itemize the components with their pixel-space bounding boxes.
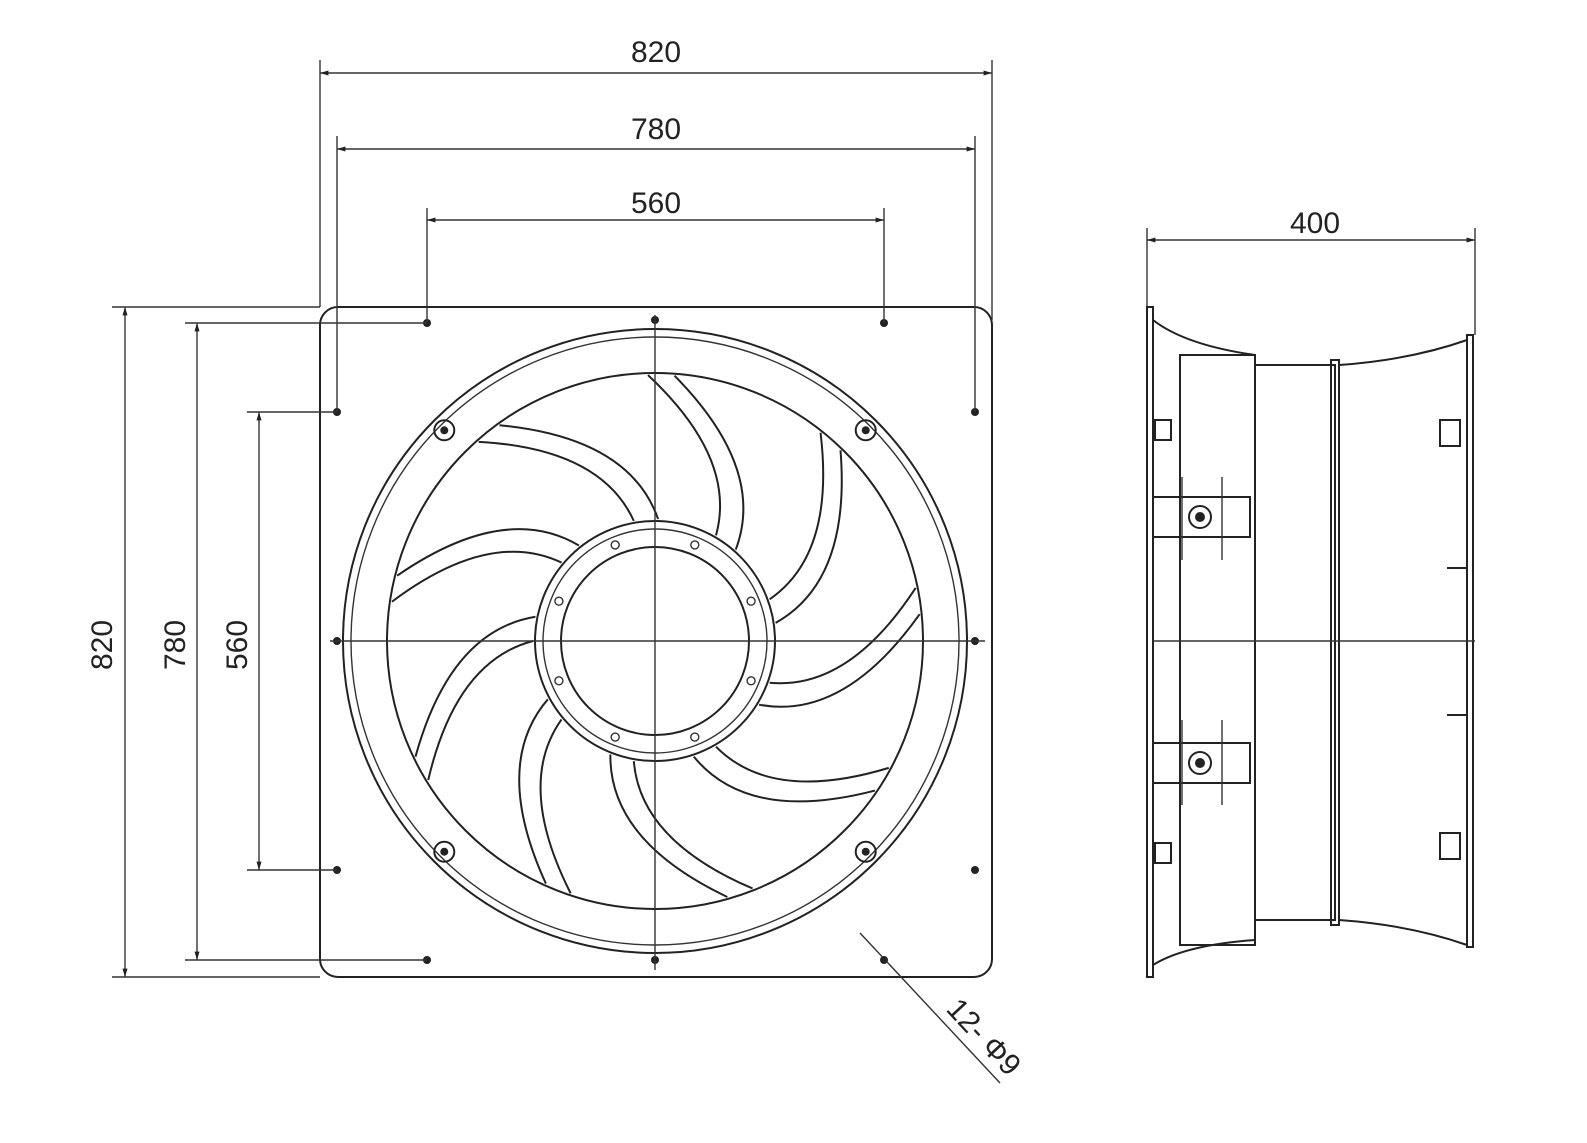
ring-bolts [433,419,877,863]
hub-bolt [610,540,620,550]
dim-label: 780 [159,620,192,670]
fan-blade [769,432,843,624]
ring-bolt-center [440,847,449,856]
dim-label: 780 [631,113,681,146]
hub-bolt [690,732,700,742]
fan-blade [414,615,536,781]
inlet-bell [1152,319,1256,966]
dimension-780-horizontal: 780 [336,113,976,412]
dimension-820-vertical: 820 [86,306,320,978]
fan-blade [609,754,753,898]
casing-band [1330,359,1340,926]
hub-bolts [554,540,756,742]
dim-label: 820 [631,36,681,69]
hole-note: 12- Φ9 [940,992,1027,1082]
dim-label: 560 [631,187,681,220]
mounting-flange [1146,306,1154,978]
outlet-cone [1338,338,1468,947]
ring-bolt [433,419,456,442]
dim-label: 820 [86,620,119,670]
fan-blade [758,587,921,708]
ring-bolt [433,840,456,863]
hub-bolt [746,596,756,606]
hub-bolt [746,676,756,686]
motor-housing-front [1179,354,1256,946]
fan-blade [478,424,660,522]
dimension-560-vertical: 560 [221,411,337,871]
fan-blade [693,745,890,803]
mounting-hole [971,866,979,874]
ring-bolt [854,840,877,863]
blades [391,374,921,898]
hole-callout: 12- Φ9 [859,932,1027,1084]
hub-bolt [610,732,620,742]
hub-bolt [554,676,564,686]
casing [1254,364,1336,921]
hub-bolt [690,540,700,550]
dimension-820-horizontal: 820 [319,36,993,320]
motor-mount-lower [1152,720,1251,805]
motor-mount-upper [1152,477,1251,560]
mounting-holes [333,316,979,964]
dim-label: 400 [1290,207,1340,240]
fan-blade [518,698,572,894]
dimension-400: 400 [1146,207,1476,335]
fan-blade [647,374,745,550]
dim-label: 560 [221,620,254,670]
side-view: 400 [1146,207,1476,978]
outlet-bolts [1154,419,1467,864]
front-view: 820 780 560 820 780 [86,36,1027,1084]
fan-blade [391,528,580,603]
dimension-560-horizontal: 560 [426,187,885,323]
ring-bolt [854,419,877,442]
ring-bolt-center [861,426,870,435]
ring-bolt-center [440,426,449,435]
hub-bolt [554,596,564,606]
dimension-780-vertical: 780 [159,322,427,961]
ring-bolt-center [861,847,870,856]
mounting-plate [319,306,993,978]
